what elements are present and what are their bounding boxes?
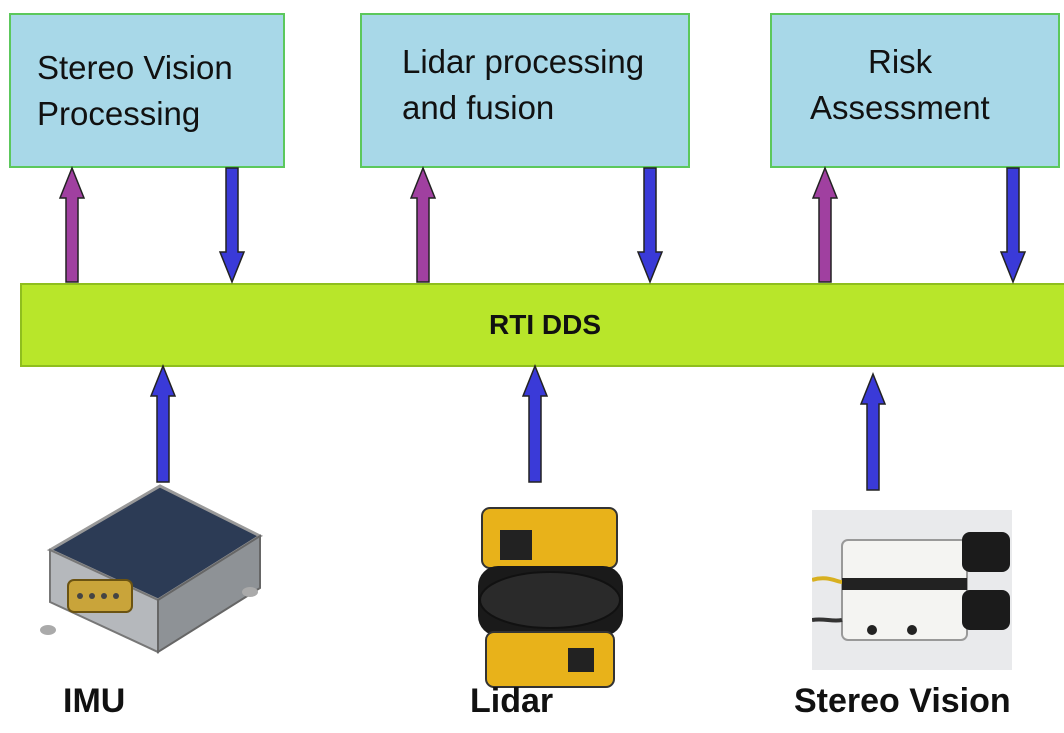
stereo-camera-image xyxy=(812,510,1012,670)
up-arrow-lidar xyxy=(522,365,548,483)
up-arrow-stereo-processing xyxy=(59,167,85,283)
box-label-line2: Assessment xyxy=(810,89,990,126)
stereo-vision-processing-box: Stereo Vision Processing xyxy=(9,13,285,168)
risk-assessment-box: Risk Assessment xyxy=(770,13,1060,168)
up-arrow-lidar-processing xyxy=(410,167,436,283)
stereo-vision-label: Stereo Vision xyxy=(794,682,1011,720)
box-label-line2: and fusion xyxy=(402,89,555,126)
down-arrow-risk-assessment xyxy=(1000,167,1026,283)
lidar-label: Lidar xyxy=(470,682,554,720)
lidar-device-image xyxy=(478,507,623,688)
box-label-line1: Lidar processing xyxy=(402,43,645,80)
lidar-processing-box: Lidar processing and fusion xyxy=(360,13,690,168)
box-label-line2: Processing xyxy=(37,95,201,132)
rti-dds-bus: RTI DDS xyxy=(20,283,1064,367)
up-arrow-stereo-vision xyxy=(860,373,886,491)
up-arrow-risk-assessment xyxy=(812,167,838,283)
bus-label: RTI DDS xyxy=(489,309,601,340)
down-arrow-lidar-processing xyxy=(637,167,663,283)
box-label-line1: Stereo Vision xyxy=(37,49,233,86)
imu-label: IMU xyxy=(63,682,126,720)
box-label-line1: Risk xyxy=(868,43,933,80)
imu-device-image xyxy=(40,484,264,654)
up-arrow-imu xyxy=(150,365,176,483)
down-arrow-stereo-processing xyxy=(219,167,245,283)
